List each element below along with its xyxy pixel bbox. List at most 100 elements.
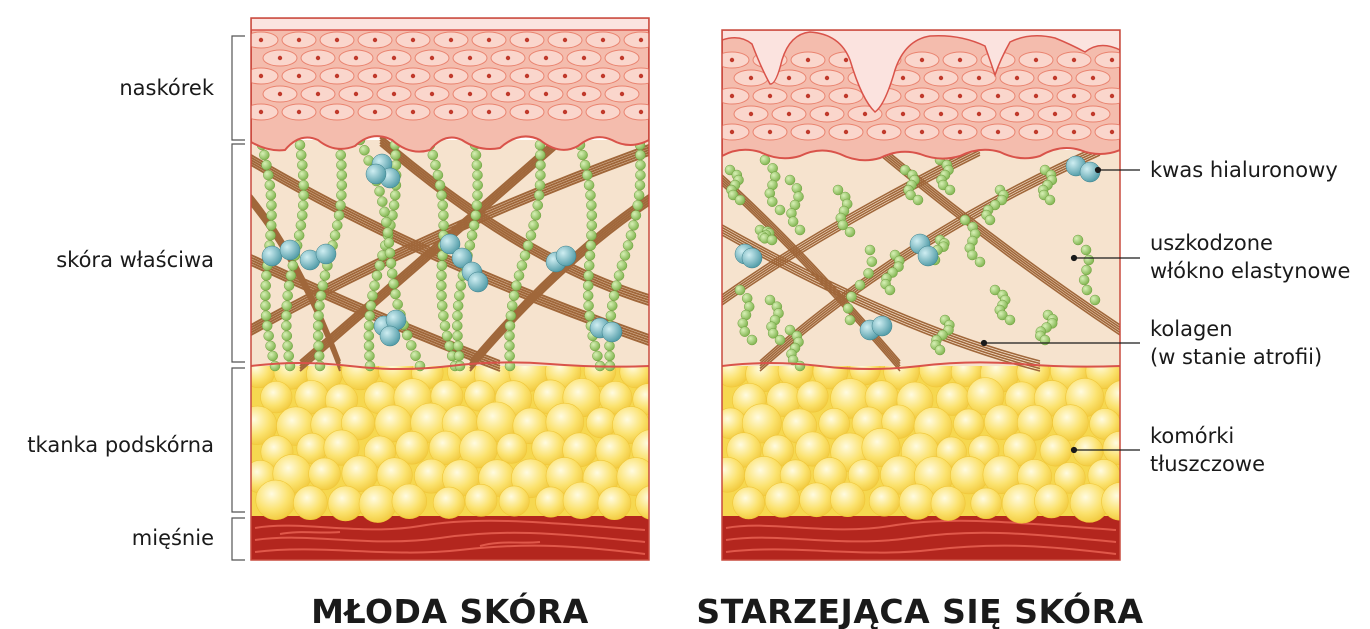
elastin-fragment [985, 215, 995, 225]
elastin-bead [336, 150, 346, 160]
elastin-bead [365, 361, 375, 371]
fat-cell [293, 486, 327, 520]
cell-nucleus [749, 112, 753, 116]
elastin-bead [390, 190, 400, 200]
elastin-bead [298, 170, 308, 180]
elastin-bead [611, 281, 621, 291]
elastin-bead [433, 170, 443, 180]
cell-nucleus [525, 38, 529, 42]
elastin-bead [635, 170, 645, 180]
young-skin-panel [238, 18, 671, 560]
elastin-fragment [1090, 295, 1100, 305]
elastin-bead [377, 197, 387, 207]
cell-nucleus [806, 58, 810, 62]
elastin-bead [456, 281, 466, 291]
label-collagen-line1: kolagen [1150, 317, 1233, 341]
cell-nucleus [468, 92, 472, 96]
elastin-bead [578, 150, 588, 160]
elastin-bead [454, 291, 464, 301]
cell-nucleus [449, 74, 453, 78]
elastin-bead [375, 261, 385, 271]
elastin-fragment [795, 225, 805, 235]
cell-nucleus [939, 112, 943, 116]
hyaluronic-acid-molecule [262, 246, 282, 266]
elastin-fragment [775, 335, 785, 345]
cell-nucleus [601, 74, 605, 78]
cell-nucleus [730, 130, 734, 134]
cell-nucleus [354, 92, 358, 96]
elastin-bead [370, 281, 380, 291]
cell-nucleus [787, 76, 791, 80]
elastin-bead [266, 230, 276, 240]
elastin-bead [336, 160, 346, 170]
elastin-bead [282, 331, 292, 341]
elastin-bead [505, 331, 515, 341]
fat-cell [586, 408, 616, 438]
elastin-fragment [855, 280, 865, 290]
cell-nucleus [278, 56, 282, 60]
elastin-bead [453, 341, 463, 351]
cell-nucleus [1110, 58, 1114, 62]
cell-nucleus [259, 74, 263, 78]
cell-nucleus [901, 112, 905, 116]
label-epidermis: naskórek [119, 76, 214, 100]
elastin-bead [435, 180, 445, 190]
cell-nucleus [1091, 112, 1095, 116]
elastin-bead [332, 220, 342, 230]
cell-nucleus [806, 94, 810, 98]
elastin-bead [270, 361, 280, 371]
elastin-bead [437, 271, 447, 281]
cell-nucleus [639, 74, 643, 78]
fat-cells-aging [710, 352, 1140, 523]
elastin-bead [318, 281, 328, 291]
elastin-bead [364, 341, 374, 351]
elastin-bead [531, 210, 541, 220]
elastin-fragment [740, 327, 750, 337]
elastin-bead [438, 210, 448, 220]
elastin-bead [585, 251, 595, 261]
cell-nucleus [411, 110, 415, 114]
label-collagen-line2: (w stanie atrofii) [1150, 345, 1322, 369]
elastin-bead [614, 271, 624, 281]
elastin-bead [320, 271, 330, 281]
cell-nucleus [920, 58, 924, 62]
elastin-bead [268, 351, 278, 361]
elastin-bead [364, 331, 374, 341]
elastin-bead [607, 301, 617, 311]
cell-nucleus [639, 110, 643, 114]
elastin-bead [617, 261, 627, 271]
cell-nucleus [487, 74, 491, 78]
cell-nucleus [449, 110, 453, 114]
elastin-bead [334, 210, 344, 220]
elastin-bead [623, 240, 633, 250]
elastin-bead [520, 251, 530, 261]
cell-nucleus [563, 74, 567, 78]
elastin-bead [586, 230, 596, 240]
elastin-bead [533, 200, 543, 210]
fat-cell [733, 487, 765, 519]
elastin-bead [535, 180, 545, 190]
cell-nucleus [392, 92, 396, 96]
elastin-bead [259, 150, 269, 160]
elastin-bead [584, 301, 594, 311]
elastin-fragment [945, 185, 955, 195]
elastin-fragment [846, 292, 856, 302]
elastin-fragment [795, 361, 805, 371]
fat-cells [238, 352, 671, 523]
elastin-bead [585, 311, 595, 321]
elastin-bead [526, 230, 536, 240]
fat-cell [359, 485, 396, 522]
elastin-bead [580, 160, 590, 170]
elastin-bead [391, 150, 401, 160]
elastin-bead [295, 140, 305, 150]
elastin-bead [635, 150, 645, 160]
cell-nucleus [373, 74, 377, 78]
hyaluronic-acid-molecule [468, 272, 488, 292]
elastin-bead [471, 210, 481, 220]
elastin-bead [330, 230, 340, 240]
cell-nucleus [1034, 58, 1038, 62]
cell-nucleus [730, 58, 734, 62]
elastin-bead [584, 261, 594, 271]
elastin-bead [609, 291, 619, 301]
cell-nucleus [620, 92, 624, 96]
